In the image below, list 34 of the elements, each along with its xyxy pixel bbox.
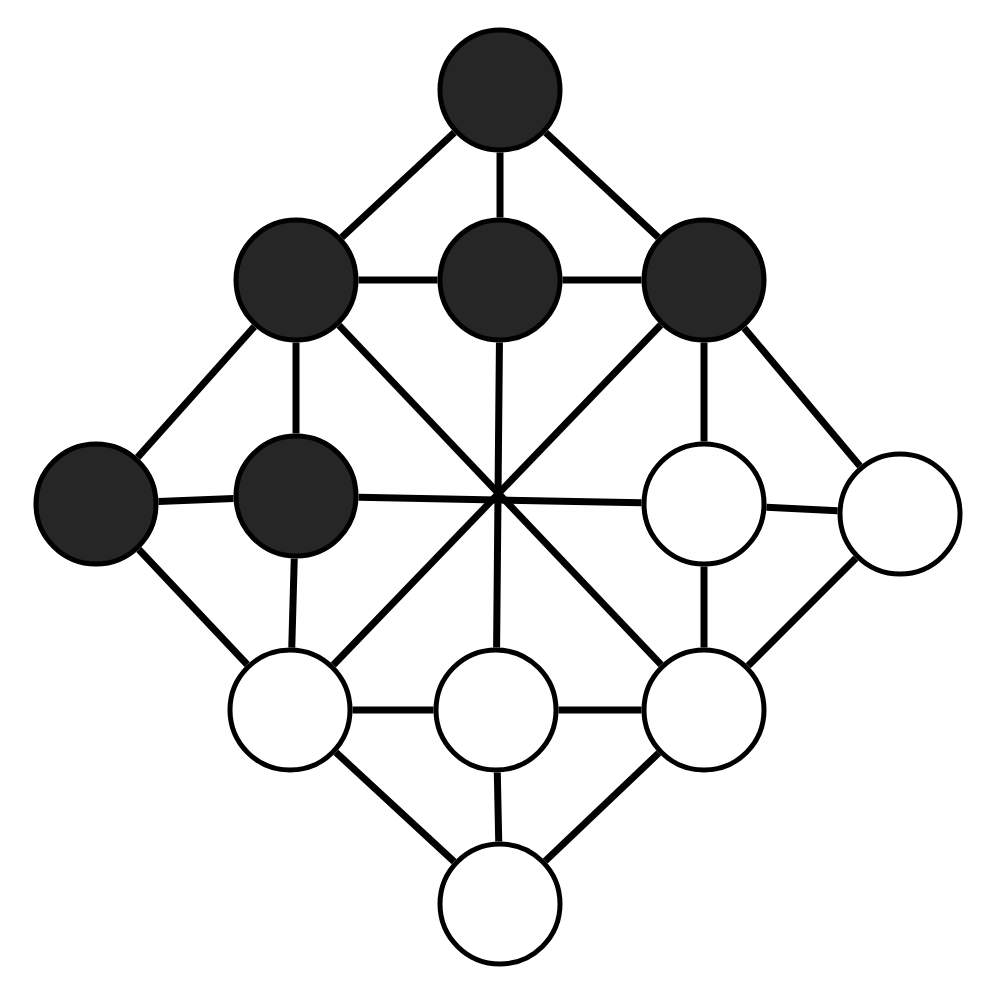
edge-line: [766, 503, 838, 515]
edge-line: [700, 342, 708, 442]
graph-node: [641, 217, 767, 343]
graph-node: [437, 841, 563, 967]
graph-node: [437, 217, 563, 343]
edge-line: [292, 342, 300, 434]
edge-line: [493, 772, 503, 842]
graph-node: [33, 441, 159, 567]
edge-line: [700, 566, 708, 648]
edge-line: [352, 706, 434, 714]
edge-line: [358, 493, 642, 507]
edge-line: [496, 152, 504, 218]
edge-line: [333, 749, 457, 865]
edge-line: [493, 342, 503, 648]
graph-node: [437, 27, 563, 153]
edge-line: [158, 495, 234, 505]
edge-line: [339, 130, 457, 240]
edge-line: [562, 276, 642, 284]
edge-line: [135, 324, 257, 460]
edge-line: [543, 130, 661, 240]
edge-line: [745, 555, 859, 669]
edge-line: [358, 276, 438, 284]
edge-line: [542, 750, 662, 864]
graph-node: [227, 647, 353, 773]
graph-node: [233, 433, 359, 559]
graph-node: [641, 647, 767, 773]
edge-line: [741, 325, 863, 469]
graph-node: [641, 441, 767, 567]
graph-node: [433, 647, 559, 773]
graph-node: [233, 217, 359, 343]
edge-line: [558, 706, 642, 714]
edge-line: [136, 547, 250, 667]
edge-line: [288, 558, 298, 648]
graph-node: [837, 451, 963, 577]
